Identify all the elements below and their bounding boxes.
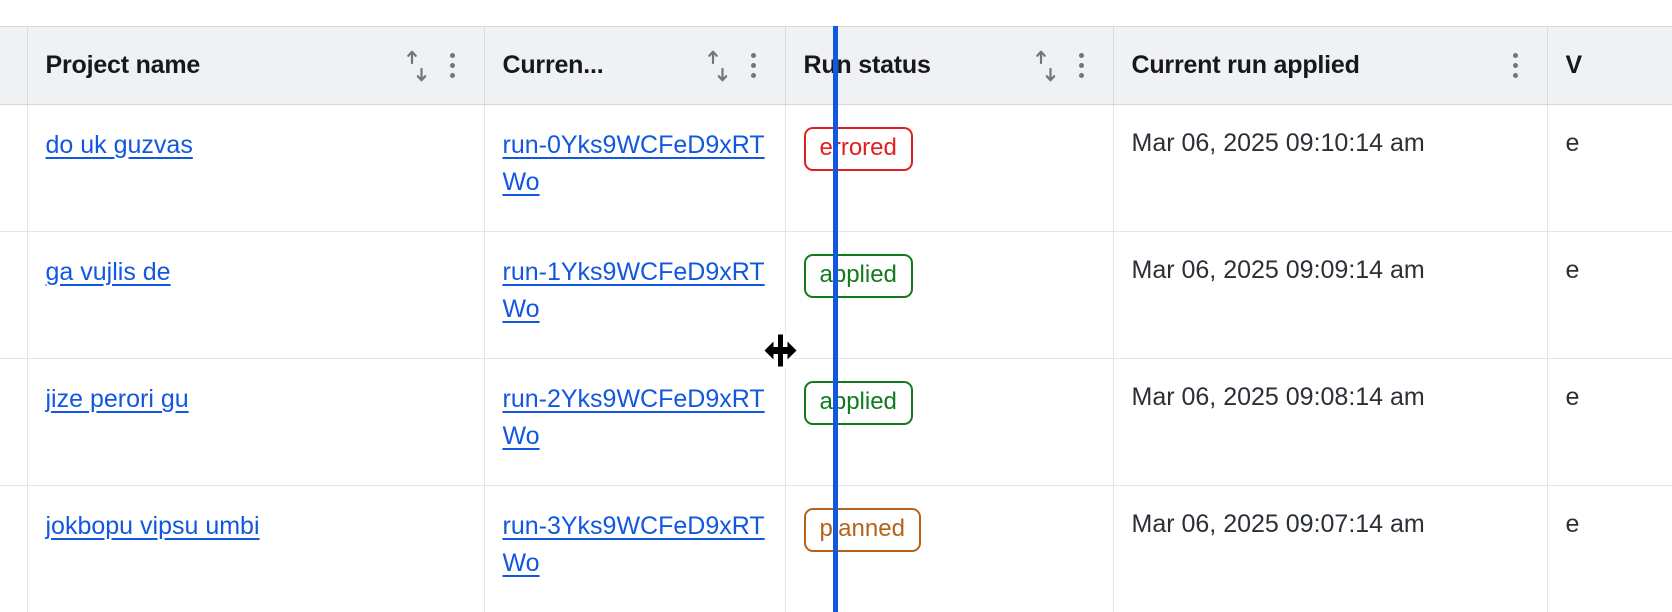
- extra-text: e: [1565, 383, 1580, 411]
- project-name-link[interactable]: jokbopu vipsu umbi: [45, 512, 260, 540]
- table-row[interactable]: jokbopu vipsu umbi run-3Yks9WCFeD9xRTWo …: [0, 485, 1672, 612]
- project-name-link[interactable]: do uk guzvas: [45, 131, 193, 159]
- current-run-link[interactable]: run-3Yks9WCFeD9xRTWo: [502, 512, 765, 577]
- table-row[interactable]: ga vujlis de run-1Yks9WCFeD9xRTWo applie…: [0, 231, 1672, 359]
- row-select-cell[interactable]: [0, 485, 28, 612]
- sort-arrows-icon[interactable]: [404, 49, 430, 83]
- column-header-current-run-applied[interactable]: Current run applied: [1113, 26, 1548, 105]
- column-header-current-run[interactable]: Curren...: [484, 26, 786, 105]
- kebab-menu-icon[interactable]: [1069, 49, 1095, 83]
- row-select-cell[interactable]: [0, 358, 28, 486]
- column-header-label-current-run: Curren...: [502, 51, 604, 79]
- current-run-applied-text: Mar 06, 2025 09:09:14 am: [1131, 256, 1425, 284]
- cell-project-name: ga vujlis de: [27, 231, 485, 359]
- cell-current-run-applied: Mar 06, 2025 09:08:14 am: [1113, 358, 1548, 486]
- current-run-applied-text: Mar 06, 2025 09:07:14 am: [1131, 510, 1425, 538]
- column-header-run-status[interactable]: Run status: [785, 26, 1114, 105]
- extra-text: e: [1565, 256, 1580, 284]
- column-header-extra[interactable]: V: [1547, 26, 1672, 105]
- sort-arrows-icon[interactable]: [705, 49, 731, 83]
- current-run-applied-text: Mar 06, 2025 09:08:14 am: [1131, 383, 1425, 411]
- cell-project-name: jokbopu vipsu umbi: [27, 485, 485, 612]
- projects-table: Project name: [0, 26, 1672, 612]
- cell-current-run-applied: Mar 06, 2025 09:10:14 am: [1113, 104, 1548, 232]
- cell-project-name: jize perori gu: [27, 358, 485, 486]
- cell-project-name: do uk guzvas: [27, 104, 485, 232]
- header-row: Project name: [0, 26, 1672, 105]
- cell-current-run-applied: Mar 06, 2025 09:09:14 am: [1113, 231, 1548, 359]
- sort-arrows-icon[interactable]: [1033, 49, 1059, 83]
- column-header-label-run-status: Run status: [803, 51, 931, 79]
- table-row[interactable]: jize perori gu run-2Yks9WCFeD9xRTWo appl…: [0, 358, 1672, 486]
- extra-text: e: [1565, 510, 1580, 538]
- kebab-menu-icon[interactable]: [440, 49, 466, 83]
- current-run-link[interactable]: run-1Yks9WCFeD9xRTWo: [502, 258, 765, 323]
- extra-text: e: [1565, 129, 1580, 157]
- cell-run-status: planned: [785, 485, 1114, 612]
- current-run-applied-text: Mar 06, 2025 09:10:14 am: [1131, 129, 1425, 157]
- row-select-cell[interactable]: [0, 104, 28, 232]
- column-header-label-project-name: Project name: [45, 51, 201, 79]
- cell-current-run: run-1Yks9WCFeD9xRTWo: [484, 231, 786, 359]
- current-run-link[interactable]: run-2Yks9WCFeD9xRTWo: [502, 385, 765, 450]
- row-select-cell[interactable]: [0, 231, 28, 359]
- cell-current-run-applied: Mar 06, 2025 09:07:14 am: [1113, 485, 1548, 612]
- cell-run-status: applied: [785, 358, 1114, 486]
- column-header-select[interactable]: [0, 26, 28, 105]
- kebab-menu-icon[interactable]: [741, 49, 767, 83]
- project-name-link[interactable]: ga vujlis de: [45, 258, 171, 286]
- cell-extra: e: [1547, 104, 1672, 232]
- kebab-menu-icon[interactable]: [1503, 49, 1529, 83]
- column-header-label-current-run-applied: Current run applied: [1131, 51, 1360, 79]
- cell-current-run: run-3Yks9WCFeD9xRTWo: [484, 485, 786, 612]
- table-header: Project name: [0, 26, 1672, 105]
- table-row[interactable]: do uk guzvas run-0Yks9WCFeD9xRTWo errore…: [0, 104, 1672, 232]
- status-badge: applied: [803, 254, 913, 298]
- project-name-link[interactable]: jize perori gu: [45, 385, 189, 413]
- status-badge: applied: [803, 381, 913, 425]
- cell-extra: e: [1547, 485, 1672, 612]
- column-header-project-name[interactable]: Project name: [27, 26, 485, 105]
- table-body: do uk guzvas run-0Yks9WCFeD9xRTWo errore…: [0, 104, 1672, 612]
- status-badge: planned: [803, 508, 921, 552]
- cell-run-status: errored: [785, 104, 1114, 232]
- current-run-link[interactable]: run-0Yks9WCFeD9xRTWo: [502, 131, 765, 196]
- cell-extra: e: [1547, 358, 1672, 486]
- cell-current-run: run-2Yks9WCFeD9xRTWo: [484, 358, 786, 486]
- status-badge: errored: [803, 127, 913, 171]
- cell-extra: e: [1547, 231, 1672, 359]
- column-header-label-extra: V: [1565, 51, 1582, 79]
- cell-current-run: run-0Yks9WCFeD9xRTWo: [484, 104, 786, 232]
- cell-run-status: applied: [785, 231, 1114, 359]
